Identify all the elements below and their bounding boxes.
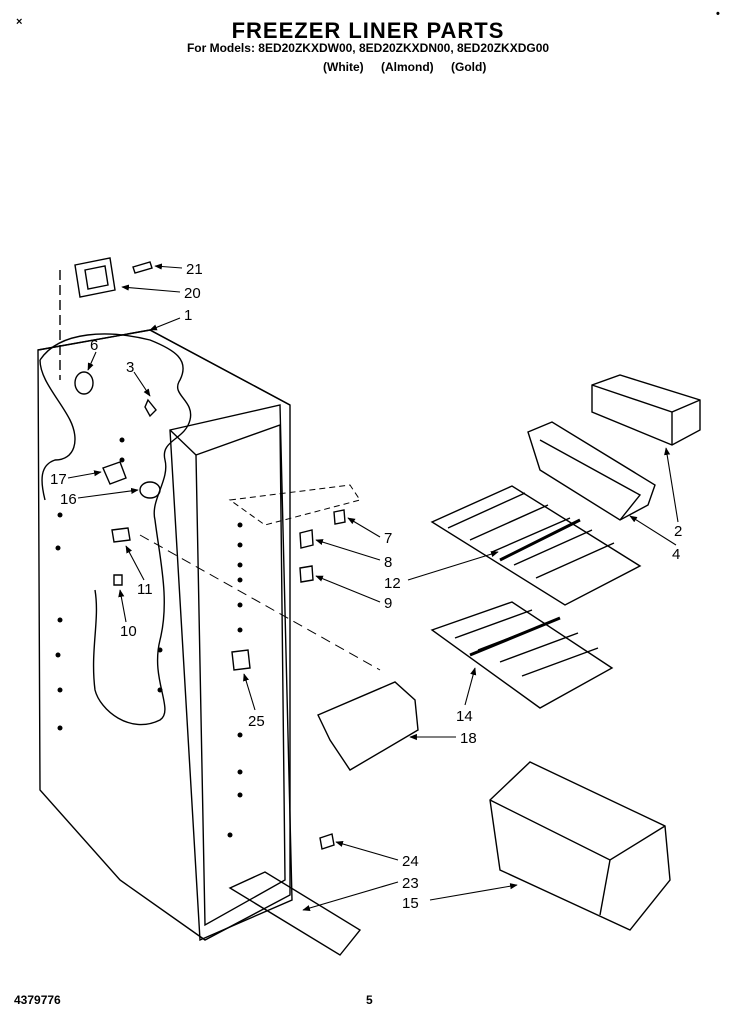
part-screw-3 — [144, 398, 157, 418]
callout-2: 2 — [674, 523, 682, 540]
part-bin-15 — [489, 761, 671, 931]
callout-14: 14 — [456, 708, 473, 725]
part-bin-4 — [527, 421, 656, 521]
freezer-liner — [37, 329, 293, 942]
callout-23: 23 — [402, 875, 419, 892]
callout-4: 4 — [672, 546, 680, 563]
callout-1: 1 — [184, 307, 192, 324]
color-almond: (Almond) — [381, 60, 434, 74]
part-socket-17 — [102, 461, 127, 485]
color-variants: (White) (Almond) (Gold) — [323, 60, 523, 74]
part-screw-10 — [113, 574, 123, 586]
part-clip-25 — [231, 649, 251, 671]
part-clip-9 — [299, 565, 314, 583]
callout-9: 9 — [384, 595, 392, 612]
callout-10: 10 — [120, 623, 137, 640]
callout-7: 7 — [384, 530, 392, 547]
callout-11: 11 — [137, 581, 153, 598]
callout-25: 25 — [248, 713, 265, 730]
callout-24: 24 — [402, 853, 419, 870]
part-screw-24 — [319, 833, 335, 850]
part-switch-11 — [111, 527, 131, 543]
callout-20: 20 — [184, 285, 201, 302]
callout-3: 3 — [126, 359, 134, 376]
part-clip-7 — [333, 509, 346, 525]
callout-12: 12 — [384, 575, 401, 592]
page-number: 5 — [366, 993, 373, 1007]
callout-8: 8 — [384, 554, 392, 571]
part-bracket-20 — [74, 257, 116, 298]
callout-17: 17 — [50, 471, 67, 488]
part-support-18 — [317, 681, 419, 771]
part-wire-shelf-14 — [430, 601, 614, 709]
document-number: 4379776 — [14, 993, 61, 1007]
callout-6: 6 — [90, 337, 98, 354]
color-gold: (Gold) — [451, 60, 487, 74]
callout-18: 18 — [460, 730, 477, 747]
callout-21: 21 — [186, 261, 203, 278]
part-screw-21 — [132, 261, 153, 274]
model-numbers: For Models: 8ED20ZKXDW00, 8ED20ZKXDN00, … — [186, 41, 550, 55]
color-white: (White) — [323, 60, 364, 74]
callout-15: 15 — [402, 895, 419, 912]
page-title: FREEZER LINER PARTS — [231, 18, 505, 43]
part-bulb-16 — [139, 481, 161, 499]
callout-16: 16 — [60, 491, 77, 508]
part-rail-23 — [228, 871, 362, 956]
part-wire-shelf-12 — [430, 485, 642, 606]
part-clip-8 — [299, 529, 314, 549]
part-plug-6 — [74, 371, 94, 395]
corner-mark-left: × — [16, 16, 23, 28]
part-ice-tray-2 — [591, 374, 701, 446]
corner-mark-right: • — [716, 8, 720, 20]
